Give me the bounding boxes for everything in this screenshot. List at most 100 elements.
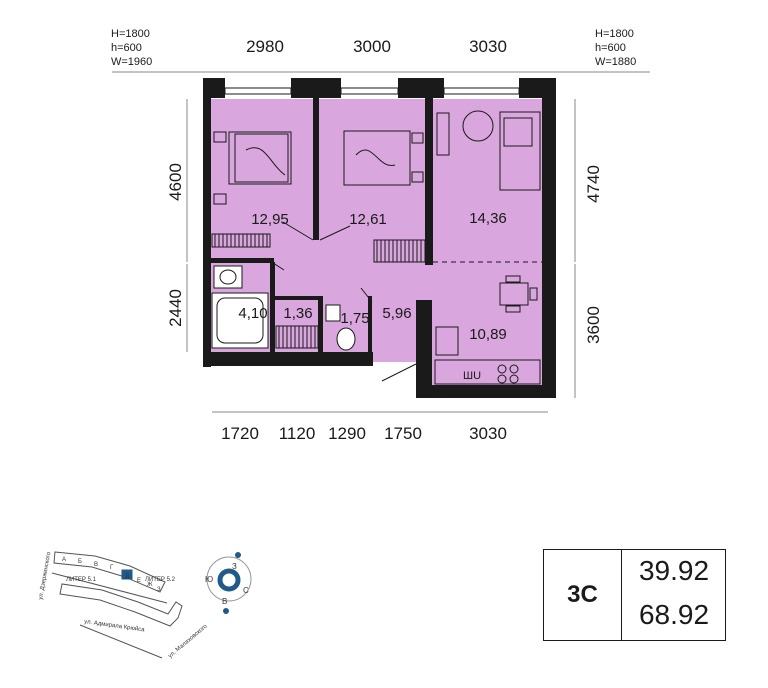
- armchair-icon: [499, 111, 541, 191]
- area-living: 14,36: [469, 210, 507, 227]
- site-letter-g: Ж: [147, 582, 153, 588]
- wardrobe-bed1: [211, 233, 271, 248]
- area-wc: 1,75: [340, 310, 369, 327]
- washing-machine-drum: [219, 269, 237, 285]
- compass-e: С: [243, 586, 249, 595]
- dim-bottom-1: 1720: [221, 424, 259, 443]
- site-building-top: [53, 551, 166, 593]
- unit-area-living: 39.92: [638, 555, 710, 586]
- wardrobe-hatching: [214, 234, 430, 348]
- dim-top-2: 3000: [353, 37, 391, 56]
- tv-stand: [436, 112, 450, 156]
- round-table-icon: [462, 110, 494, 142]
- window-right-H: H=1800: [595, 28, 634, 40]
- wall-top-pier1: [291, 78, 341, 98]
- washing-machine-icon: [213, 265, 243, 289]
- dim-bottom-2: 1120: [279, 424, 316, 443]
- site-road1: [51, 572, 168, 604]
- window-bed1: [224, 87, 292, 95]
- wall-bottom-right: [416, 385, 556, 398]
- door-bed1: [282, 221, 314, 241]
- site-building-bottom: [59, 583, 183, 627]
- door-bed2: [319, 225, 351, 241]
- dim-bottom-5: 3030: [469, 424, 507, 443]
- wardrobes: [211, 233, 431, 349]
- site-letter-c: В: [94, 562, 98, 568]
- site-liter-a: ЛИТЕР 5.1: [66, 577, 97, 583]
- dim-bottom-4: 1750: [384, 424, 422, 443]
- dim-top-1: 2980: [246, 37, 284, 56]
- compass-icon: [206, 552, 252, 614]
- wall-top-left: [203, 78, 225, 98]
- external-lines: [112, 71, 650, 413]
- bed1-cover: [234, 133, 289, 183]
- site-letter-b: Б: [78, 559, 82, 565]
- dim-left-1: 4600: [166, 163, 185, 201]
- window-bed2: [340, 87, 399, 95]
- site-current-section: [121, 569, 133, 580]
- bed1-icon: [228, 131, 292, 185]
- kitchen-appliance-label: ШU: [463, 370, 481, 382]
- dim-bottom-3: 1290: [328, 424, 366, 443]
- window-right-W: W=1880: [595, 56, 636, 68]
- doors: [269, 221, 417, 382]
- door-hall: [360, 287, 373, 303]
- sun-icon-top: [235, 552, 241, 558]
- area-hall: 5,96: [382, 305, 411, 322]
- bedside2: [213, 193, 227, 205]
- wall-bottom-left: [203, 352, 373, 366]
- wall-left: [203, 78, 211, 367]
- area-bath: 4,10: [238, 305, 267, 322]
- area-storage: 1,36: [283, 305, 312, 322]
- wall-storage-wc: [318, 296, 323, 356]
- site-street1: ул. Дзержинского: [38, 551, 52, 600]
- site-letter-f: Е: [137, 578, 141, 584]
- dim-top-3: 3030: [469, 37, 507, 56]
- compass-w: Ю: [205, 575, 213, 584]
- site-letter-h: З: [157, 587, 161, 593]
- compass-s: В: [222, 597, 227, 606]
- window-right-h: h=600: [595, 42, 626, 54]
- site-street3: ул. Малаховского: [167, 623, 209, 659]
- unit-type: 3С: [544, 550, 622, 640]
- site-plan: [51, 551, 183, 659]
- site-road2: [79, 624, 163, 659]
- wall-right: [542, 78, 556, 398]
- door-entry: [381, 363, 417, 382]
- compass-n: З: [232, 562, 237, 571]
- chair1: [505, 275, 521, 283]
- window-living: [443, 87, 520, 95]
- wc-sink-icon: [325, 304, 341, 322]
- hob-ring1: [497, 364, 507, 374]
- dim-right-1: 4740: [584, 165, 603, 203]
- area-bedroom2: 12,61: [349, 211, 387, 228]
- bedside4: [411, 171, 424, 183]
- site-liter-b: ЛИТЕР 5.2: [145, 577, 176, 583]
- hall-fill: [270, 241, 430, 301]
- living-furniture: [433, 110, 542, 313]
- area-kitchen: 10,89: [469, 326, 507, 343]
- hob-ring2: [509, 364, 519, 374]
- wall-bath-storage: [270, 262, 275, 357]
- kitchen-units: [434, 326, 541, 385]
- window-left-H: H=1800: [111, 28, 150, 40]
- wall-bed2-living: [425, 95, 433, 265]
- living-fill: [430, 99, 542, 262]
- window-left-W: W=1960: [111, 56, 152, 68]
- bathtub-inner: [216, 297, 264, 344]
- sun-icon-bottom: [223, 608, 229, 614]
- wall-wc-right: [368, 296, 372, 356]
- site-letter-a: А: [62, 557, 66, 563]
- area-bedroom1: 12,95: [251, 211, 289, 228]
- unit-area-total: 68.92: [638, 599, 710, 630]
- bed1-fold: [245, 147, 286, 176]
- bedside3: [411, 132, 424, 144]
- dim-left-2: 2440: [166, 289, 185, 327]
- chair3: [529, 287, 538, 301]
- hob-ring4: [509, 374, 519, 384]
- wall-wc-top: [272, 296, 320, 300]
- window-left-h: h=600: [111, 42, 142, 54]
- wardrobe-living: [373, 239, 431, 263]
- site-letter-e: Д: [125, 574, 129, 580]
